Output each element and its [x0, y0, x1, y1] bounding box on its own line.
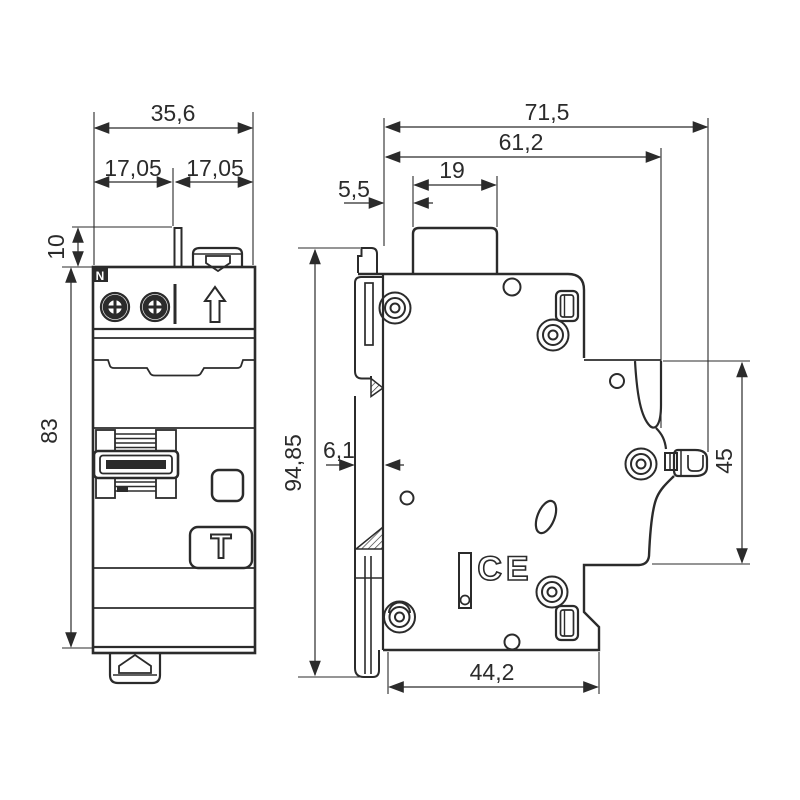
toggle-handle-groove — [106, 460, 166, 469]
test-button: T — [188, 525, 254, 570]
side-contour-lower — [383, 475, 675, 652]
up-arrow-icon — [203, 285, 227, 323]
front-pole-divider-tab — [173, 227, 183, 268]
dim-terminal-offset: 10 — [43, 234, 69, 260]
neutral-label: N — [96, 269, 105, 283]
dim-overall-depth: 71,5 — [525, 99, 570, 125]
front-top-terminal-screw — [205, 255, 231, 273]
front-view-dimensions: 35,6 17,05 17,05 10 83 — [36, 100, 254, 649]
dim-rail-slot-depth: 6,1 — [323, 437, 355, 463]
neutral-flag — [92, 268, 108, 282]
latch-slot-top — [554, 289, 580, 323]
toggle-handle — [92, 449, 180, 480]
front-bottom-terminal — [108, 653, 162, 685]
clip-plate — [354, 276, 383, 380]
clip-foot — [354, 650, 380, 678]
front-faceplate-recess — [93, 359, 255, 377]
rivet-icon-bottom-left — [383, 600, 416, 634]
dim-pole-left: 17,05 — [104, 155, 162, 181]
side-terminal-screw — [664, 448, 709, 478]
rivet-icon-top-left — [378, 291, 412, 325]
clip-spring-upper — [370, 376, 385, 398]
dim-body-height: 83 — [36, 418, 62, 444]
toggle-switch — [92, 429, 180, 499]
front-bottom-terminal-screw — [118, 653, 152, 674]
rivet-icon-bottom-right — [535, 575, 569, 609]
status-window — [210, 468, 245, 503]
rear-top-hook — [357, 247, 378, 273]
terminal-screw-icon-right — [139, 291, 171, 323]
dim-pole-right: 17,05 — [186, 155, 244, 181]
clip-plate-slot — [364, 282, 374, 346]
hole-nose — [609, 373, 625, 389]
dim-overall-height: 94,85 — [280, 434, 306, 492]
vent-slot — [458, 552, 472, 609]
dim-handle-offset: 5,5 — [338, 176, 370, 202]
side-view-dimensions: 71,5 61,2 19 5,5 94,85 6,1 45 44,2 — [280, 99, 750, 694]
front-view: N — [91, 227, 257, 685]
clip-spring-lower — [353, 525, 384, 550]
rivet-icon-top-right — [536, 318, 570, 352]
rivet-icon-terminal — [624, 447, 658, 481]
kidney-slot — [534, 499, 558, 535]
dim-handle-depth: 19 — [439, 157, 465, 183]
terminal-screw-icon-left — [99, 291, 131, 323]
hole-mid — [399, 490, 415, 506]
dim-overall-width: 35,6 — [151, 100, 196, 126]
test-button-label: T — [211, 528, 232, 566]
dim-front-face-height: 45 — [711, 448, 737, 474]
hole-top — [502, 277, 522, 297]
side-body-top — [358, 272, 586, 358]
ce-mark: CE — [477, 550, 532, 588]
side-front-pocket — [633, 360, 663, 429]
side-toggle-handle — [411, 226, 499, 274]
dim-base-depth: 44,2 — [470, 659, 515, 685]
din-rail-clip — [353, 247, 385, 678]
latch-slot-bottom — [554, 604, 580, 642]
side-view: CE — [353, 226, 709, 678]
dim-terminal-depth: 61,2 — [499, 129, 544, 155]
hole-bottom — [503, 633, 521, 651]
front-top-terminal — [191, 246, 244, 273]
side-contour-upper — [655, 427, 668, 450]
